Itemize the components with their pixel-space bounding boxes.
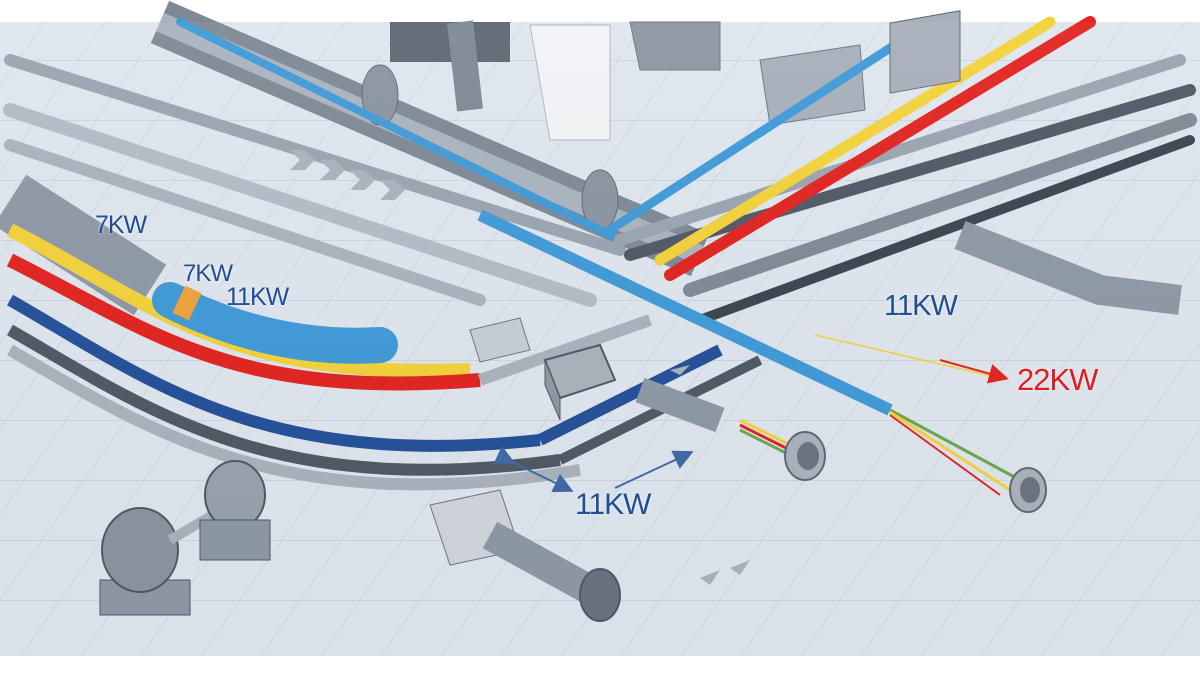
power-label-11kw-right: 11KW [884, 290, 958, 322]
power-label-22kw: 22KW [1017, 362, 1098, 397]
power-label-11kw-bottom: 11KW [575, 488, 651, 521]
lighting-overlay [0, 22, 1200, 656]
bottom-border [0, 656, 1200, 675]
power-label-7kw-upper: 7KW [95, 211, 147, 239]
power-label-11kw-left: 11KW [226, 283, 289, 311]
top-border [0, 0, 1200, 22]
power-label-7kw-lower: 7KW [183, 260, 233, 287]
